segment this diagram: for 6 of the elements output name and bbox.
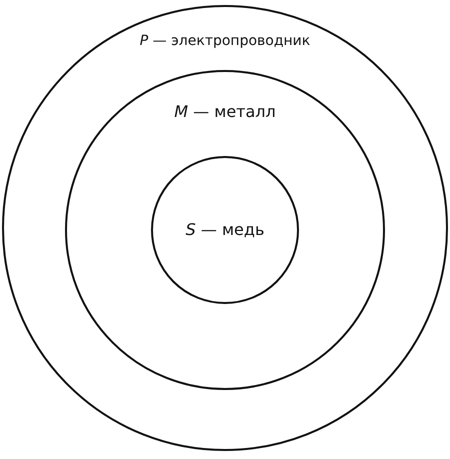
set-circle — [151, 156, 299, 304]
set-label: M — металл — [174, 102, 276, 121]
set-label: S — медь — [186, 220, 264, 239]
set-label: P — электропроводник — [140, 33, 310, 49]
set-circle — [65, 70, 385, 390]
set-circle — [2, 5, 448, 451]
